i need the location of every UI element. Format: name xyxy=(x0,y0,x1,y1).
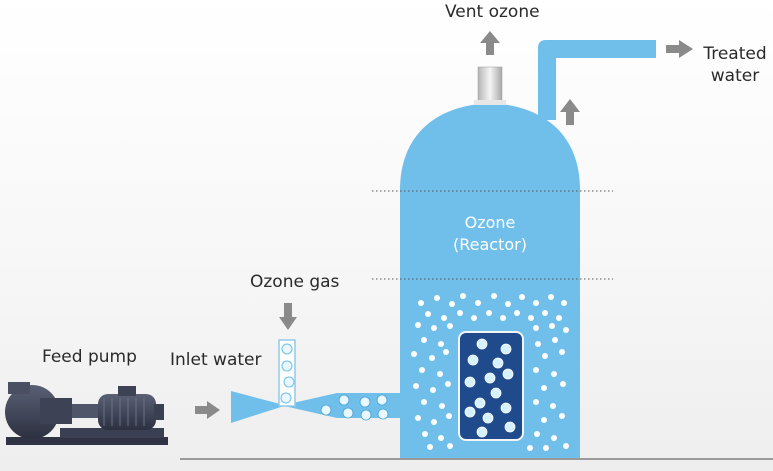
vent-ozone-label: Vent ozone xyxy=(445,2,540,22)
feed-pump-icon xyxy=(5,382,168,445)
reactor-label-line-2: (Reactor) xyxy=(453,235,527,254)
venturi-injector xyxy=(231,391,401,423)
vent-valve-base xyxy=(474,100,506,105)
tube-bubbles xyxy=(280,343,295,404)
vent-arrow-icon xyxy=(480,31,500,55)
riser-arrow-icon xyxy=(560,99,580,125)
treated-water-label: Treated water xyxy=(700,43,770,87)
ozone-gas-arrow-icon xyxy=(279,303,297,330)
ozone-gas-label: Ozone gas xyxy=(250,272,340,292)
feed-pump-label: Feed pump xyxy=(42,347,137,367)
treated-arrow-icon xyxy=(666,40,693,58)
outlet-pipe xyxy=(538,40,656,120)
reactor-bubbles xyxy=(411,293,569,451)
treated-water-line-2: water xyxy=(710,66,760,86)
reactor-label-line-1: Ozone xyxy=(464,213,516,232)
vent-valve xyxy=(477,66,503,104)
chamber-bubbles xyxy=(464,338,516,438)
reactor-label: Ozone (Reactor) xyxy=(420,212,560,256)
ozone-gas-tube xyxy=(278,339,296,407)
inlet-arrow-icon xyxy=(195,401,220,419)
treated-water-line-1: Treated xyxy=(703,44,767,64)
injector-bubbles xyxy=(320,394,389,421)
inlet-water-label: Inlet water xyxy=(170,350,262,370)
